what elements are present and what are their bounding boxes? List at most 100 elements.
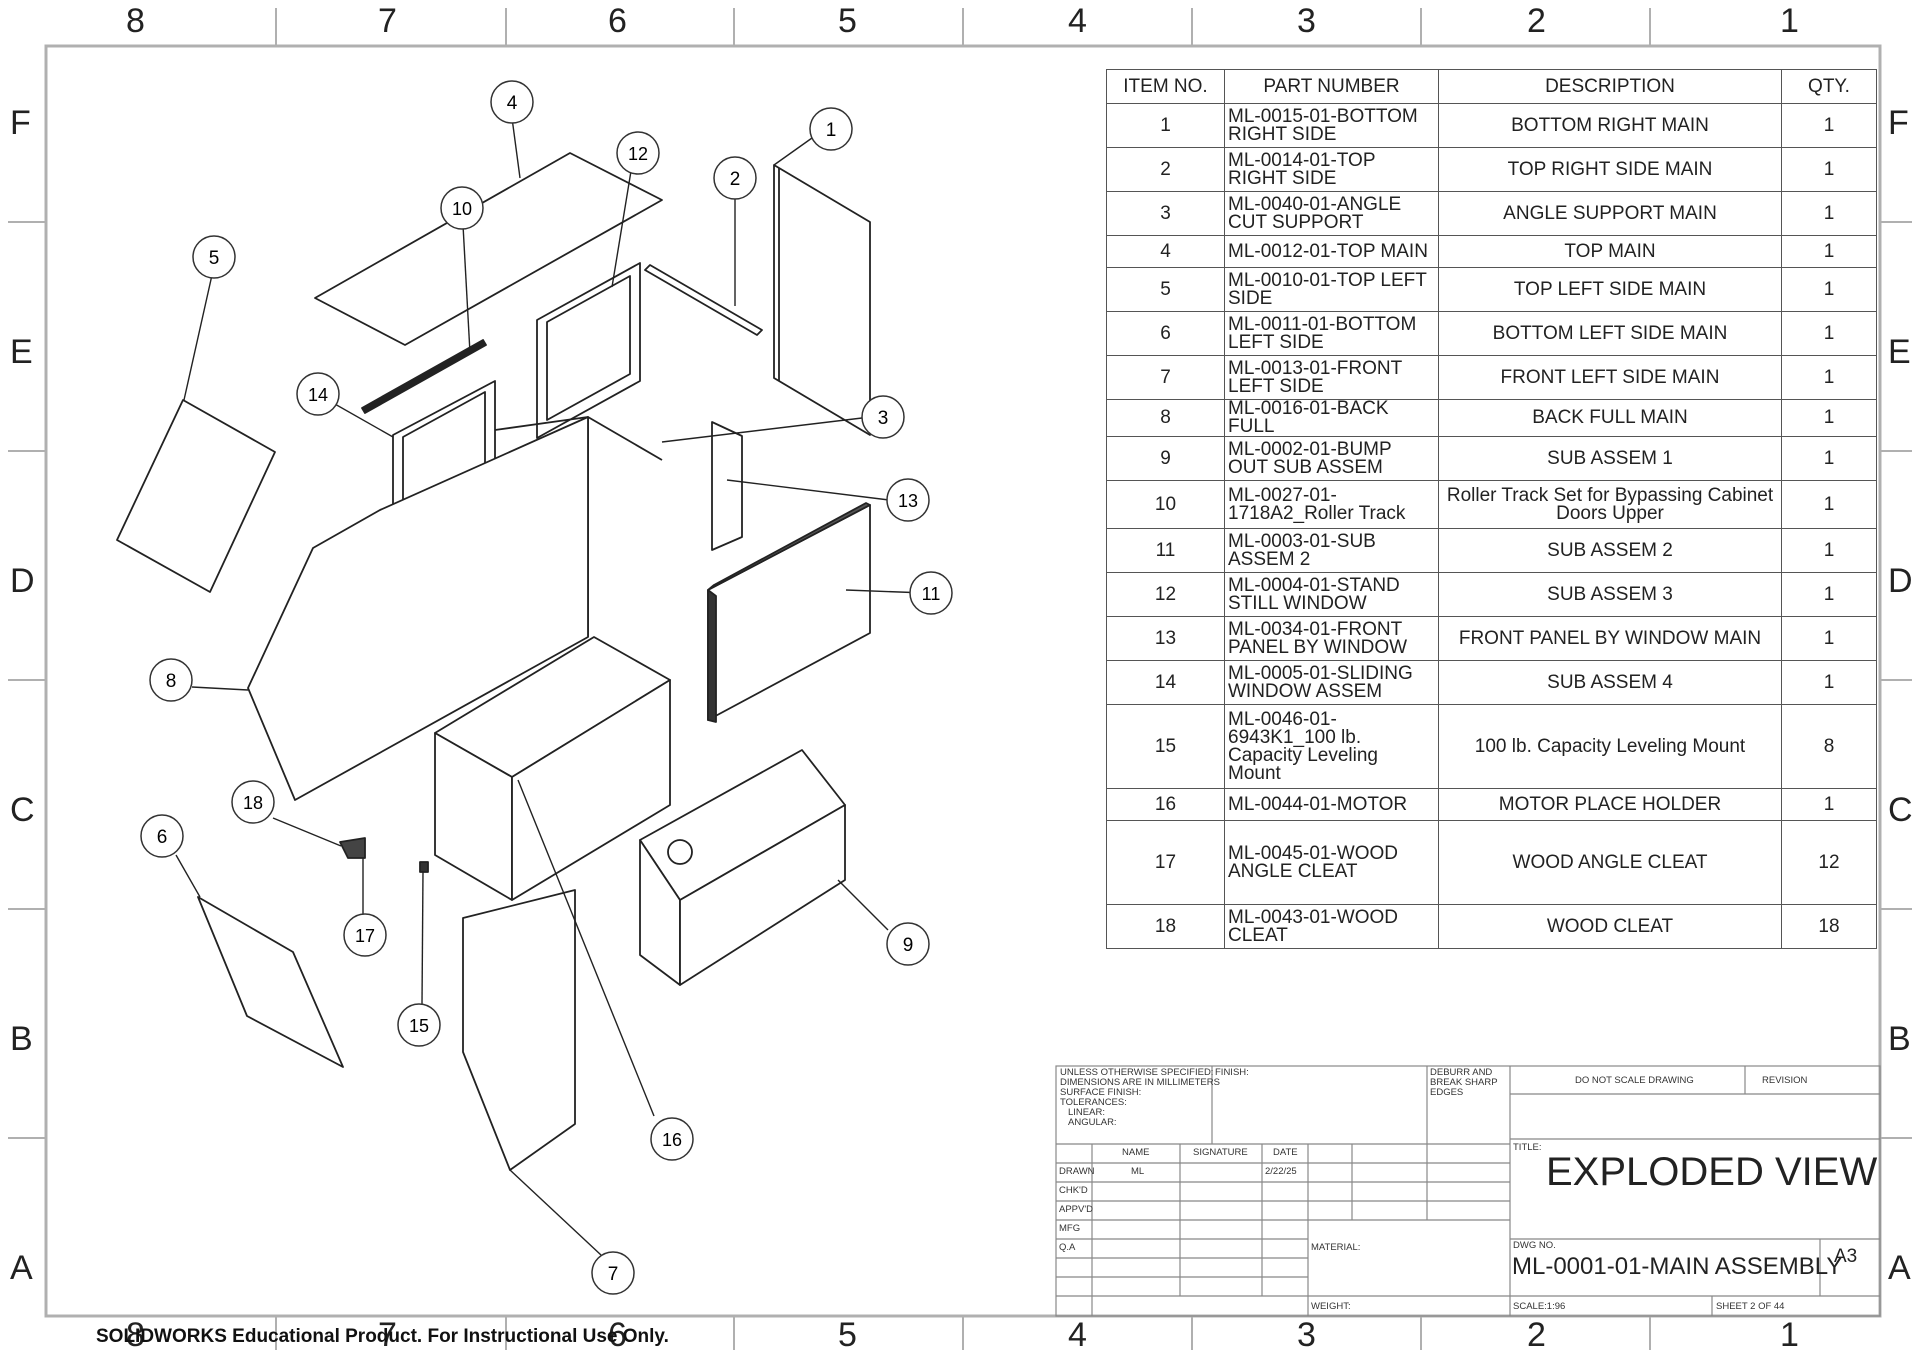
balloon-12: 12 bbox=[616, 131, 660, 175]
bom-item-no: 18 bbox=[1106, 904, 1225, 949]
finish-label: FINISH: bbox=[1215, 1067, 1249, 1078]
part-roller-track bbox=[361, 339, 487, 414]
svg-text:8: 8 bbox=[166, 671, 177, 692]
part-wood-cleat bbox=[339, 837, 366, 859]
balloon-5: 5 bbox=[192, 235, 236, 279]
svg-text:18: 18 bbox=[243, 793, 263, 813]
bom-description: TOP MAIN bbox=[1438, 235, 1782, 268]
bom-description: FRONT PANEL BY WINDOW MAIN bbox=[1438, 616, 1782, 661]
balloon-8: 8 bbox=[149, 658, 193, 702]
leader-lines bbox=[175, 117, 927, 1256]
material-label: MATERIAL: bbox=[1311, 1242, 1361, 1253]
bom-part-number: ML-0002-01-BUMP OUT SUB ASSEM bbox=[1224, 436, 1439, 481]
bom-qty: 1 bbox=[1781, 572, 1877, 617]
svg-text:4: 4 bbox=[507, 93, 518, 114]
row-approved: APPV'D bbox=[1059, 1204, 1094, 1215]
part-front-panel-by-window bbox=[711, 421, 743, 551]
bom-item-no: 15 bbox=[1106, 704, 1225, 789]
bom-description: SUB ASSEM 4 bbox=[1438, 660, 1782, 705]
bom-item-no: 2 bbox=[1106, 147, 1225, 192]
bom-header-qty: QTY. bbox=[1781, 69, 1877, 104]
bom-part-number: ML-0027-01-1718A2_Roller Track bbox=[1224, 480, 1439, 529]
part-stand-still-window-inner bbox=[546, 275, 631, 421]
balloon-7: 7 bbox=[591, 1251, 635, 1295]
zone-row-d: D bbox=[10, 562, 35, 600]
bom-description: BOTTOM RIGHT MAIN bbox=[1438, 103, 1782, 148]
zone-col-5: 5 bbox=[838, 2, 857, 40]
scale-label: SCALE:1:96 bbox=[1513, 1301, 1566, 1312]
bom-qty: 8 bbox=[1781, 704, 1877, 789]
drawing-title: EXPLODED VIEW bbox=[1546, 1150, 1878, 1194]
balloon-16: 16 bbox=[650, 1117, 694, 1161]
zone-row-e: E bbox=[10, 333, 33, 371]
bom-part-number: ML-0040-01-ANGLE CUT SUPPORT bbox=[1224, 191, 1439, 236]
tb-note: DIMENSIONS ARE IN MILLIMETERS bbox=[1060, 1077, 1220, 1088]
svg-text:7: 7 bbox=[608, 1264, 619, 1285]
bom-item-no: 5 bbox=[1106, 267, 1225, 312]
tb-note: EDGES bbox=[1430, 1087, 1464, 1098]
row-checked: CHK'D bbox=[1059, 1185, 1088, 1196]
bom-description: ANGLE SUPPORT MAIN bbox=[1438, 191, 1782, 236]
part-back-full bbox=[247, 416, 589, 801]
bom-item-no: 14 bbox=[1106, 660, 1225, 705]
tb-note: BREAK SHARP bbox=[1430, 1077, 1498, 1088]
bom-description: SUB ASSEM 2 bbox=[1438, 528, 1782, 573]
svg-text:12: 12 bbox=[628, 144, 648, 164]
zone-row-f: F bbox=[10, 104, 31, 142]
bom-qty: 18 bbox=[1781, 904, 1877, 949]
bom-description: WOOD CLEAT bbox=[1438, 904, 1782, 949]
bom-description: FRONT LEFT SIDE MAIN bbox=[1438, 355, 1782, 400]
bom-header-item: ITEM NO. bbox=[1106, 69, 1225, 104]
bom-qty: 1 bbox=[1781, 191, 1877, 236]
do-not-scale-note: DO NOT SCALE DRAWING bbox=[1575, 1075, 1694, 1086]
exploded-view bbox=[116, 152, 871, 1171]
balloon-11: 11 bbox=[909, 571, 953, 615]
svg-text:17: 17 bbox=[355, 926, 375, 946]
part-bump-out-side bbox=[679, 804, 846, 986]
deburr-note: DEBURR AND BREAK SHARP EDGES bbox=[1430, 1068, 1498, 1098]
part-top-left-side bbox=[116, 399, 276, 593]
part-bottom-left-side bbox=[197, 896, 344, 1068]
sheet-size: A3 bbox=[1834, 1246, 1858, 1267]
tb-note: ANGULAR: bbox=[1068, 1117, 1117, 1128]
bom-qty: 1 bbox=[1781, 311, 1877, 356]
zone-col-2-bottom: 2 bbox=[1527, 1316, 1546, 1354]
part-bottom-right-side bbox=[773, 164, 871, 436]
bom-qty: 1 bbox=[1781, 436, 1877, 481]
bom-qty: 1 bbox=[1781, 355, 1877, 400]
balloon-label: 1 bbox=[826, 120, 837, 141]
balloon-17: 17 bbox=[343, 913, 387, 957]
tb-note: SURFACE FINISH: bbox=[1060, 1087, 1142, 1098]
bom-part-number: ML-0015-01-BOTTOM RIGHT SIDE bbox=[1224, 103, 1439, 148]
sheet-number: SHEET 2 OF 44 bbox=[1716, 1301, 1785, 1312]
bom-item-no: 6 bbox=[1106, 311, 1225, 356]
bom-header-row: ITEM NO. PART NUMBER DESCRIPTION QTY. bbox=[1106, 69, 1877, 104]
bom-part-number: ML-0016-01-BACK FULL bbox=[1224, 399, 1439, 437]
svg-text:9: 9 bbox=[903, 935, 914, 956]
bom-qty: 1 bbox=[1781, 480, 1877, 529]
svg-text:6: 6 bbox=[157, 827, 168, 848]
zone-ticks bbox=[8, 8, 1912, 1350]
zone-col-3-bottom: 3 bbox=[1297, 1316, 1316, 1354]
bom-part-number: ML-0046-01-6943K1_100 lb. Capacity Level… bbox=[1224, 704, 1439, 789]
bom-part-number: ML-0004-01-STAND STILL WINDOW bbox=[1224, 572, 1439, 617]
balloon-6: 6 bbox=[140, 814, 184, 858]
bom-item-no: 13 bbox=[1106, 616, 1225, 661]
tb-note: UNLESS OTHERWISE SPECIFIED: bbox=[1060, 1067, 1214, 1078]
zone-row-c: C bbox=[10, 791, 35, 829]
bom-item-no: 7 bbox=[1106, 355, 1225, 400]
bom-item-no: 8 bbox=[1106, 399, 1225, 437]
zone-col-5-bottom: 5 bbox=[838, 1316, 857, 1354]
drawn-date: 2/22/25 bbox=[1265, 1166, 1297, 1177]
bom-part-number: ML-0013-01-FRONT LEFT SIDE bbox=[1224, 355, 1439, 400]
balloon-4: 4 bbox=[490, 80, 534, 124]
unless-specified-notes: UNLESS OTHERWISE SPECIFIED: DIMENSIONS A… bbox=[1060, 1068, 1220, 1128]
